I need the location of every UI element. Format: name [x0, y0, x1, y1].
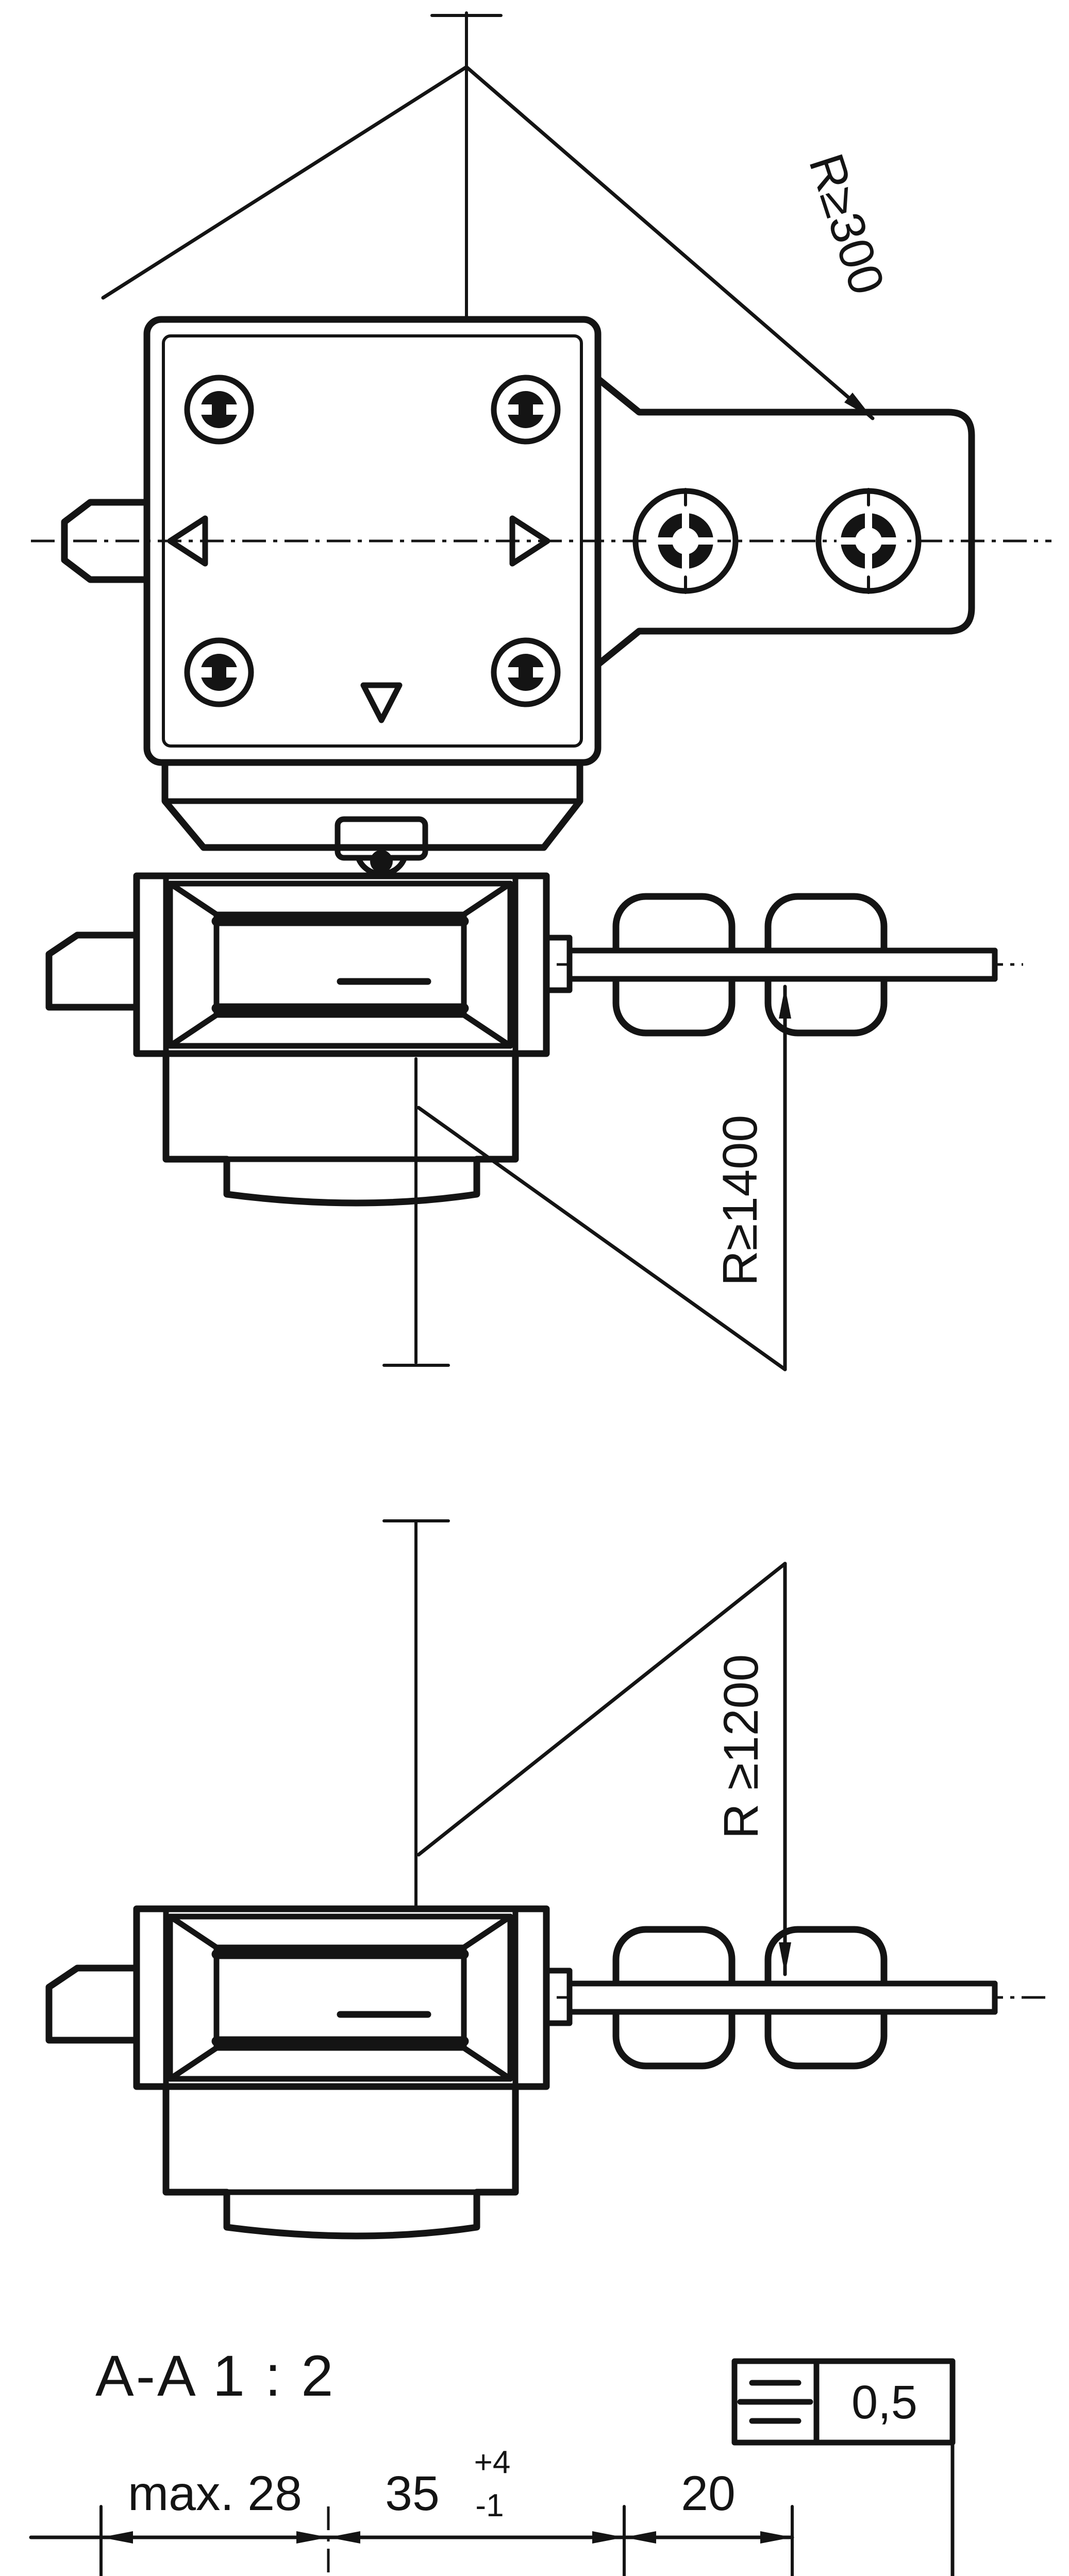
- mounting-bracket-outline: [594, 375, 975, 668]
- symmetry-symbol-icon: [737, 2380, 813, 2424]
- dim-20: 20: [681, 2466, 736, 2521]
- arrowhead: [592, 2531, 624, 2544]
- switch-body-inner-line: [162, 334, 583, 748]
- dim-35-tol-plus: +4: [474, 2445, 511, 2480]
- plunger-arrow-right: [509, 515, 550, 567]
- tolerance-frame-section: 0,5: [731, 2358, 956, 2576]
- window-diag-bl: [167, 2045, 220, 2082]
- cable-fill: [570, 1984, 995, 2012]
- lower-housing: [162, 1050, 519, 1207]
- window-diag-tl: [167, 1913, 220, 1951]
- cable-fill: [570, 951, 995, 979]
- radius-label-r1200: R ≥1200: [714, 1654, 769, 1839]
- switch-body-outline: [143, 316, 602, 766]
- actuator-tab-side: [45, 1964, 140, 2044]
- radius-label-top-view: R≥300: [798, 147, 895, 301]
- arrowhead: [760, 2531, 792, 2544]
- corner-screw: [494, 640, 558, 704]
- cable-exit-stub: [543, 1968, 573, 2026]
- corner-screw: [187, 378, 251, 442]
- radius-ray: [416, 1106, 787, 1371]
- side-view-r1400: R≥1400: [45, 872, 1023, 1371]
- cable-gland-screw: [370, 850, 393, 873]
- connector-base: [161, 759, 583, 851]
- window-diag-br: [461, 1012, 513, 1049]
- window-frame-inner: [213, 911, 467, 1018]
- radius-arrowhead-down: [779, 1942, 791, 1974]
- cable-exit-stub: [543, 935, 573, 993]
- window-diag-tl: [167, 880, 220, 918]
- arrowhead: [328, 2531, 360, 2544]
- dim-35: 35: [385, 2466, 440, 2521]
- radius-label-r1400: R≥1400: [713, 1115, 767, 1286]
- section-view-aa: A-A 1 : 2 0,5 max. 28: [29, 2344, 956, 2576]
- dim-max28: max. 28: [128, 2466, 302, 2521]
- orientation-mark-triangle: [360, 682, 403, 723]
- window-diag-bl: [167, 1012, 220, 1049]
- dim-35-tol-minus: -1: [475, 2488, 504, 2523]
- plunger-arrow-left: [167, 515, 208, 567]
- radius-ray: [416, 1562, 787, 1857]
- corner-screw: [494, 378, 558, 442]
- section-title: A-A 1 : 2: [95, 2344, 336, 2408]
- window-diag-br: [461, 2045, 513, 2082]
- radius-leader-arrowhead: [844, 393, 873, 418]
- corner-screw: [187, 640, 251, 704]
- window-diag-tr: [461, 1913, 513, 1951]
- window-diag-tr: [461, 880, 513, 918]
- window-frame-outer: [167, 880, 513, 1049]
- arrowhead: [101, 2531, 133, 2544]
- actuator-tab: [61, 499, 151, 583]
- bracket-hole-right: [819, 489, 918, 592]
- arrowhead: [296, 2531, 328, 2544]
- window-frame-outer: [167, 1913, 513, 2082]
- tolerance-frame-box: [731, 2358, 956, 2446]
- tolerance-value: 0,5: [851, 2376, 917, 2429]
- radius-ray-left: [101, 65, 469, 300]
- arrowhead: [624, 2531, 656, 2544]
- side-view-r1200: R ≥1200: [45, 1519, 1049, 2240]
- radius-leader: [464, 65, 875, 420]
- actuator-tab-side: [45, 931, 140, 1011]
- horizontal-dimensions: max. 28 35 +4 -1 20: [29, 2445, 794, 2576]
- lower-housing: [162, 2083, 519, 2240]
- window-frame-inner: [213, 1944, 467, 2051]
- radius-arrowhead-up: [779, 987, 791, 1019]
- top-view: R≥300: [31, 11, 1051, 877]
